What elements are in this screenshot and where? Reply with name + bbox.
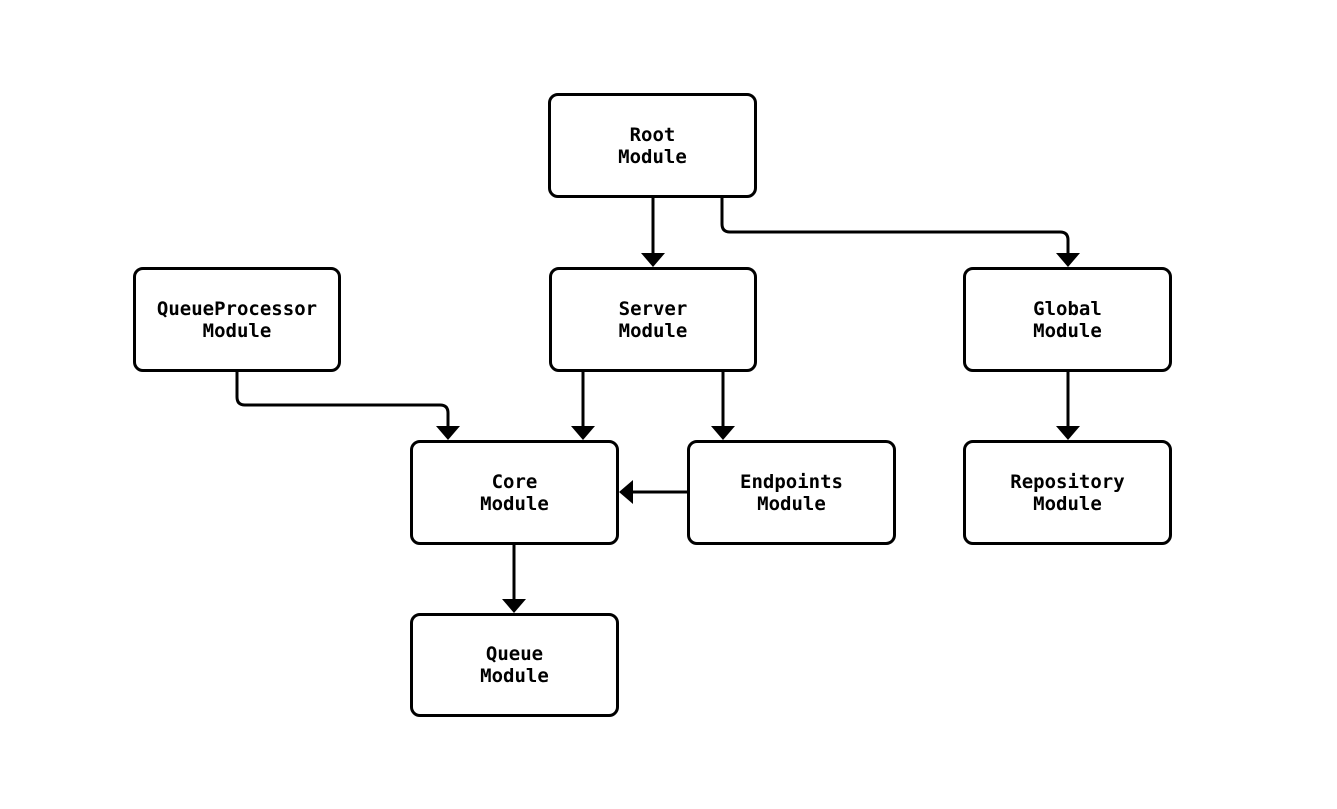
node-label-line: Module — [480, 665, 549, 687]
node-label-line: Core — [491, 470, 538, 493]
arrowhead-icon — [571, 426, 595, 440]
arrowhead-icon — [436, 426, 460, 440]
node-label-line: Module — [480, 492, 549, 515]
edge-endpoints-module-to-core-module — [619, 480, 687, 504]
node-label-line: Module — [202, 319, 272, 342]
node-label-line: QueueProcessor — [156, 297, 318, 320]
node-label-line: Module — [1033, 319, 1102, 342]
node-label-line: Global — [1033, 297, 1102, 320]
node-label-line: Module — [618, 145, 687, 168]
arrowhead-icon — [711, 426, 735, 440]
arrowhead-icon — [641, 253, 665, 267]
arrowhead-icon — [1056, 253, 1080, 267]
node-label-line: Module — [757, 492, 826, 515]
edge-queueprocessor-module-to-core-module — [235, 372, 460, 440]
arrowhead-icon — [619, 480, 633, 504]
edge-core-module-to-queue-module — [502, 545, 526, 613]
node-label-line: Module — [1033, 492, 1102, 515]
edge-line — [720, 198, 1070, 258]
edge-global-module-to-repository-module — [1056, 372, 1080, 440]
arrowhead-icon — [1056, 426, 1080, 440]
edge-root-module-to-global-module — [720, 198, 1080, 267]
node-label-line: Endpoints — [740, 470, 843, 493]
edge-server-module-to-endpoints-module — [711, 372, 735, 440]
node-label-line: Queue — [485, 643, 544, 665]
node-label-line: Repository — [1010, 470, 1125, 493]
arrowhead-icon — [502, 599, 526, 613]
node-label-line: Root — [629, 123, 676, 146]
node-label-line: Server — [618, 297, 688, 320]
edge-root-module-to-server-module — [641, 198, 665, 267]
node-label-line: Module — [618, 319, 688, 342]
edge-line — [235, 372, 450, 431]
edge-server-module-to-core-module — [571, 372, 595, 440]
